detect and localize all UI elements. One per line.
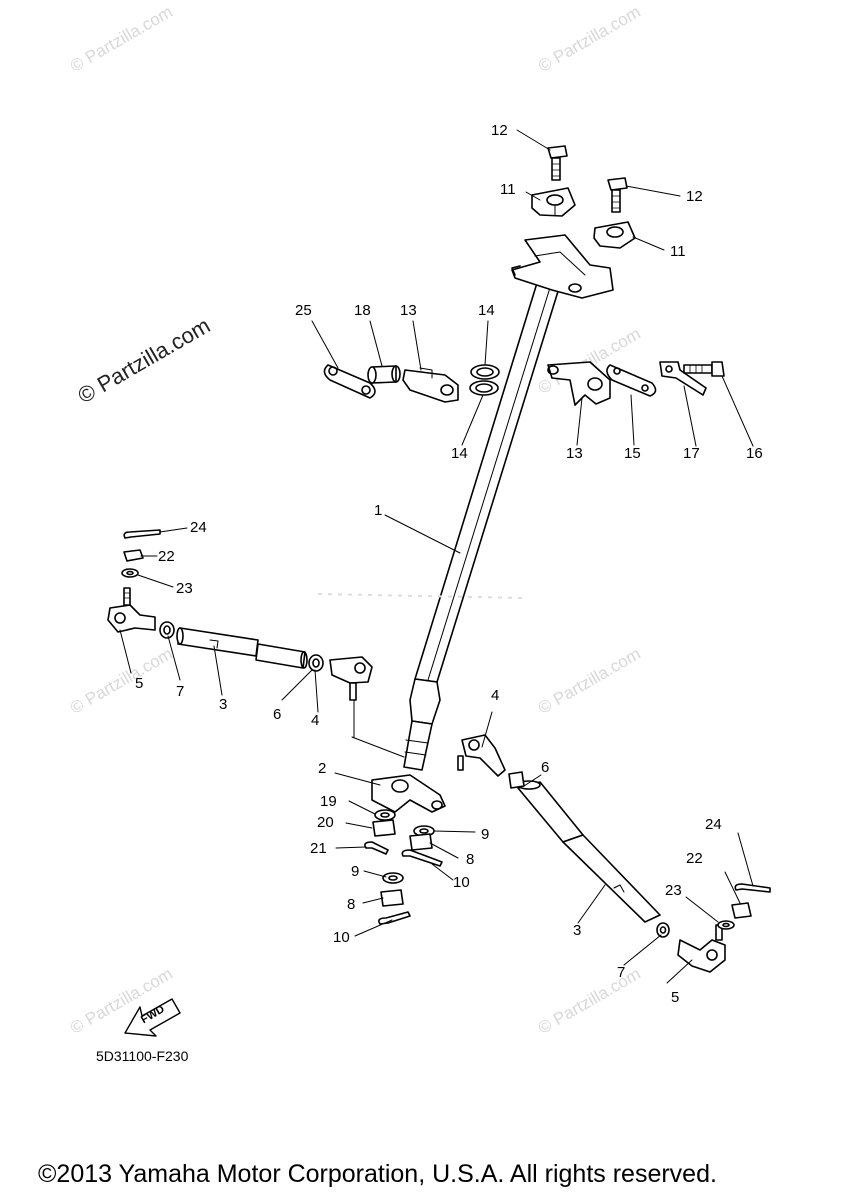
washer-pitman <box>374 809 396 821</box>
nut-right-stack <box>409 833 433 851</box>
steering-plate-right <box>606 364 657 397</box>
callout-4: 4 <box>491 687 500 704</box>
cotter-pin-left <box>123 529 161 539</box>
steering-shaft <box>403 269 565 771</box>
washer-lower-stack <box>382 872 404 884</box>
shaft-holder-left <box>402 367 459 403</box>
callout-7: 7 <box>617 964 626 981</box>
cotter-pin-pitman <box>364 841 389 855</box>
callout-17: 17 <box>683 445 700 462</box>
callout-8: 8 <box>466 851 475 868</box>
callout-23: 23 <box>665 882 682 899</box>
callout-11: 11 <box>500 181 516 198</box>
pitman-arm <box>371 774 446 813</box>
bolt-left <box>547 145 568 181</box>
castle-nut-right <box>731 902 752 919</box>
callout-10: 10 <box>333 929 350 946</box>
cotter-pin-right <box>734 883 771 893</box>
fwd-arrow <box>124 998 181 1037</box>
callout-18: 18 <box>354 302 371 319</box>
cotter-pin-right-stack <box>401 849 443 867</box>
callout-20: 20 <box>317 814 334 831</box>
callout-19: 19 <box>320 793 337 810</box>
callout-3: 3 <box>219 696 228 713</box>
nut-pitman <box>372 819 396 837</box>
tie-rod-end-left-inner <box>329 656 373 701</box>
column-bracket <box>511 234 614 299</box>
bushing-lower <box>469 380 499 396</box>
column-holder-right <box>593 221 636 249</box>
shaft-holder-right <box>547 361 611 406</box>
steering-plate <box>323 364 376 399</box>
callout-14: 14 <box>451 445 468 462</box>
callout-15: 15 <box>624 445 641 462</box>
callout-16: 16 <box>746 445 763 462</box>
tie-rod-right <box>517 780 661 923</box>
callout-3: 3 <box>573 922 582 939</box>
tie-rod-end-right-lower <box>677 924 726 973</box>
callout-21: 21 <box>310 840 327 857</box>
callout-13: 13 <box>566 445 583 462</box>
washer-right <box>717 920 735 930</box>
washer-left <box>121 568 139 578</box>
callout-6: 6 <box>541 759 550 776</box>
leader-lines <box>119 129 754 984</box>
callout-1: 1 <box>374 502 383 519</box>
callout-11: 11 <box>670 243 686 260</box>
cotter-pin-lower-stack <box>378 911 411 925</box>
callout-7: 7 <box>176 683 185 700</box>
copyright-notice: ©2013 Yamaha Motor Corporation, U.S.A. A… <box>38 1160 717 1188</box>
callout-13: 13 <box>400 302 417 319</box>
callout-6: 6 <box>273 706 282 723</box>
bushing-upper <box>470 364 500 380</box>
callout-14: 14 <box>478 302 495 319</box>
diagram-code: 5D31100-F230 <box>96 1048 189 1064</box>
callout-25: 25 <box>295 302 312 319</box>
callout-2: 2 <box>318 760 327 777</box>
tie-rod-end-left-outer <box>107 587 156 633</box>
callout-9: 9 <box>481 826 490 843</box>
column-holder-left <box>531 187 576 217</box>
tie-rod-end-right-upper <box>457 734 506 777</box>
callout-22: 22 <box>686 850 703 867</box>
callout-12: 12 <box>686 188 703 205</box>
callout-8: 8 <box>347 896 356 913</box>
callout-23: 23 <box>176 580 193 597</box>
bolt-right <box>607 177 628 213</box>
callout-5: 5 <box>671 989 680 1006</box>
callout-12: 12 <box>491 122 508 139</box>
locknut-left-outer <box>308 654 324 672</box>
callout-10: 10 <box>453 874 470 891</box>
locknut-left-inner <box>159 621 175 639</box>
callout-9: 9 <box>351 863 360 880</box>
bolt-long <box>683 361 725 377</box>
locknut-right-upper <box>508 771 525 789</box>
lock-washer <box>659 361 707 396</box>
collar <box>367 365 401 384</box>
callout-5: 5 <box>135 675 144 692</box>
tie-rod-left <box>176 627 308 669</box>
callout-24: 24 <box>705 816 722 833</box>
castle-nut-left <box>123 549 144 562</box>
locknut-right-lower <box>656 922 670 938</box>
nut-lower-stack <box>380 889 404 907</box>
callout-24: 24 <box>190 519 207 536</box>
callout-4: 4 <box>311 712 320 729</box>
callout-22: 22 <box>158 548 175 565</box>
